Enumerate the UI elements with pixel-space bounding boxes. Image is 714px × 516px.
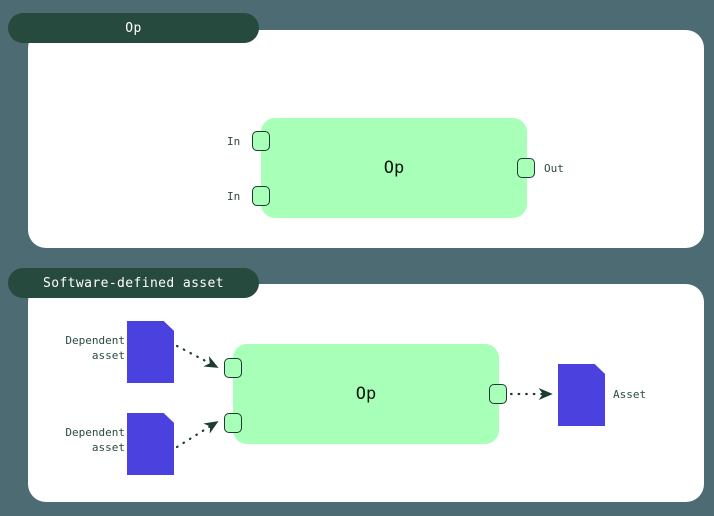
op-node-1-label: Op (383, 158, 405, 178)
panel-op: Op In In Out (28, 30, 704, 248)
dependent-asset-icon-2[interactable] (127, 413, 174, 475)
op-1-output-label-1: Out (544, 162, 564, 175)
op-node-1[interactable]: Op (261, 118, 527, 218)
op-node-2-label: Op (355, 384, 377, 404)
op-1-input-port-1[interactable] (252, 131, 270, 151)
tab-op[interactable]: Op (8, 13, 259, 43)
tab-software-defined-asset-label: Software-defined asset (43, 275, 224, 291)
op-2-output-port-1[interactable] (489, 384, 507, 404)
op-node-2[interactable]: Op (233, 344, 499, 444)
op-1-input-port-2[interactable] (252, 186, 270, 206)
dependent-asset-icon-1[interactable] (127, 321, 174, 383)
op-1-input-label-2: In (227, 190, 241, 203)
dependent-asset-label-1: Dependent asset (65, 334, 125, 362)
tab-software-defined-asset[interactable]: Software-defined asset (8, 268, 259, 298)
dependent-asset-label-2: Dependent asset (65, 426, 125, 454)
op-2-input-port-2[interactable] (224, 413, 242, 433)
produced-asset-label: Asset (613, 388, 647, 401)
op-1-input-label-1: In (227, 135, 241, 148)
produced-asset-icon[interactable] (558, 364, 605, 426)
op-2-input-port-1[interactable] (224, 358, 242, 378)
tab-op-label: Op (125, 20, 142, 36)
op-1-output-port-1[interactable] (517, 158, 535, 178)
